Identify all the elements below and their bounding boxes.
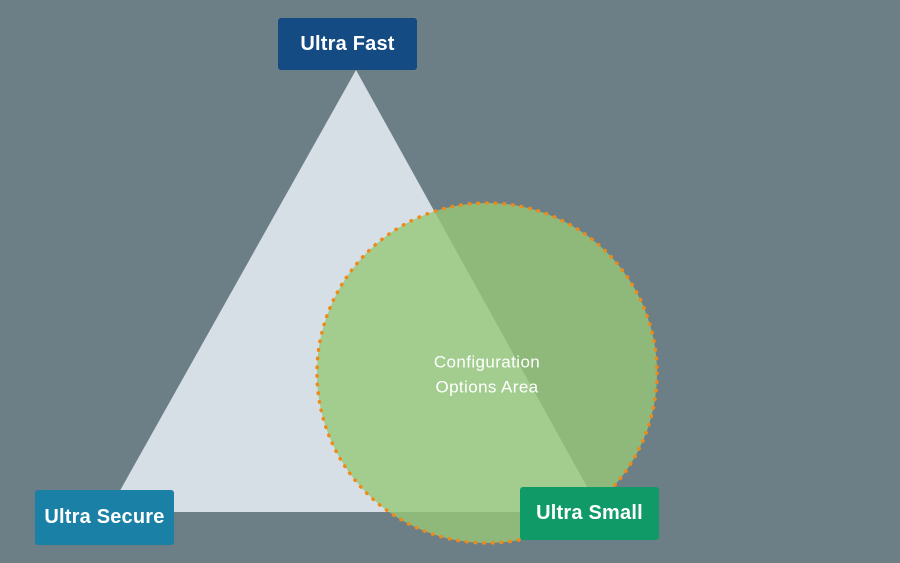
label-ultra-small: Ultra Small — [520, 487, 659, 540]
config-options-label-line1: Configuration — [433, 352, 541, 372]
label-ultra-fast: Ultra Fast — [278, 18, 417, 70]
config-options-circle — [315, 201, 659, 545]
label-ultra-secure: Ultra Secure — [35, 490, 174, 545]
config-options-label: Configuration Options Area — [434, 350, 540, 399]
config-options-label-line2: Options Area — [435, 377, 539, 396]
